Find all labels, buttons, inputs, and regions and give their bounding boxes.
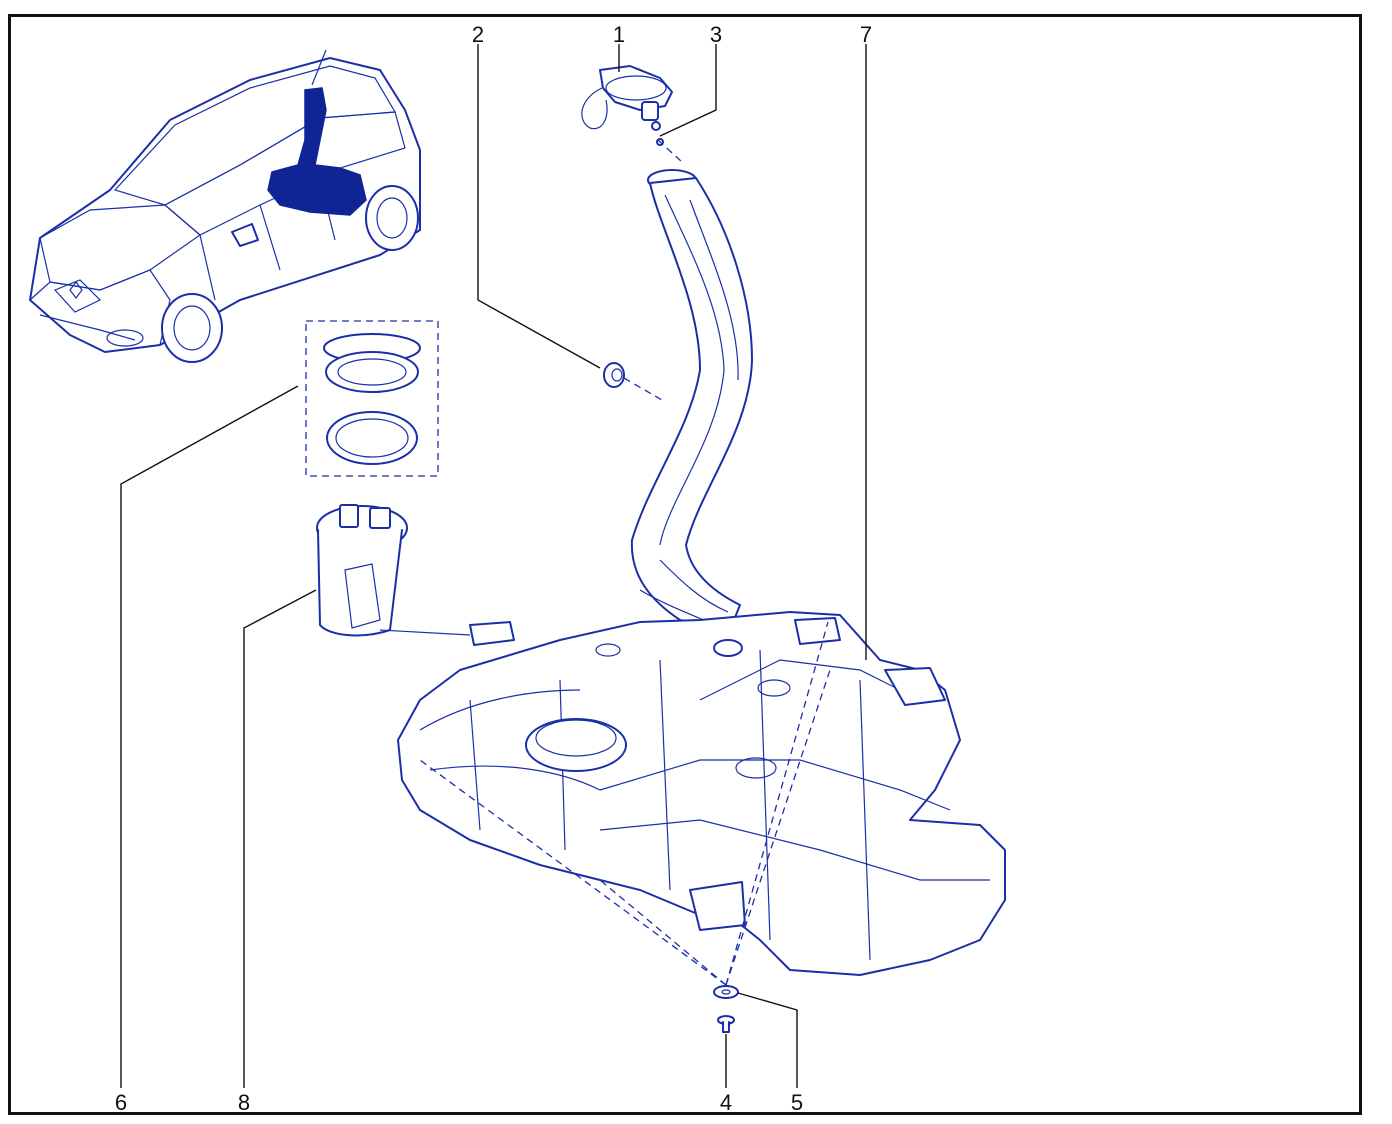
leader-lines [120,44,867,1088]
fuel-pump-module-part-8 [316,504,515,646]
callout-8: 8 [238,1090,250,1115]
callout-3: 3 [710,22,722,47]
bolt-part-4 [717,1015,735,1033]
callout-2: 2 [472,22,484,47]
vehicle-location-illustration [29,49,421,363]
callout-labels: 1 2 3 7 4 5 6 8 [115,22,872,1115]
fuel-cap-part-1 [581,65,673,131]
callout-6: 6 [115,1090,127,1115]
fuel-tank [397,611,1006,976]
callout-1: 1 [613,22,625,47]
grommet-part-2 [603,362,625,388]
washer-part-5 [713,985,739,999]
callout-5: 5 [791,1090,803,1115]
callout-4: 4 [720,1090,732,1115]
filler-neck-pipe [630,169,753,631]
callout-7: 7 [860,22,872,47]
assembly-dashed-lines [419,139,831,986]
locking-ring-and-seal-part-6 [305,320,439,477]
